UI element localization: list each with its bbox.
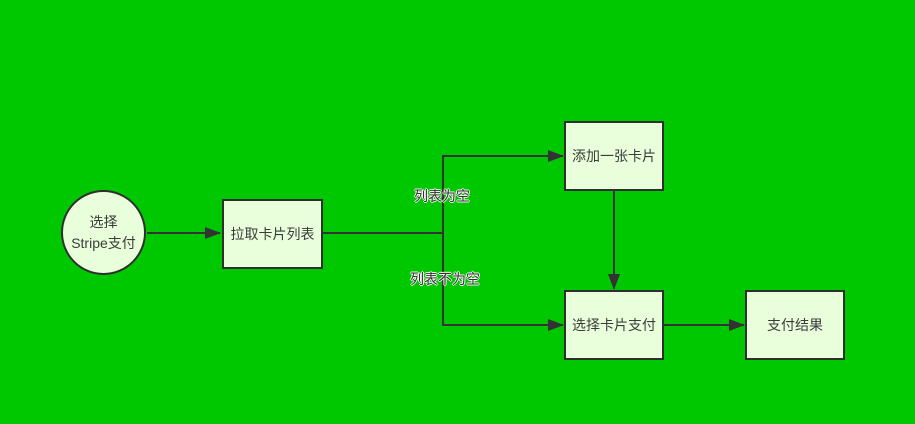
node-fetch-card-list[interactable]: 拉取卡片列表 xyxy=(222,199,323,269)
node-payment-result[interactable]: 支付结果 xyxy=(745,290,845,360)
edge-label-list-empty: 列表为空 xyxy=(414,188,470,204)
edge-label-list-not-empty: 列表不为空 xyxy=(410,271,480,287)
node-add-card[interactable]: 添加一张卡片 xyxy=(564,121,664,191)
node-select-stripe-payment[interactable]: 选择 Stripe支付 xyxy=(61,190,146,275)
node-select-card-payment[interactable]: 选择卡片支付 xyxy=(564,290,664,360)
